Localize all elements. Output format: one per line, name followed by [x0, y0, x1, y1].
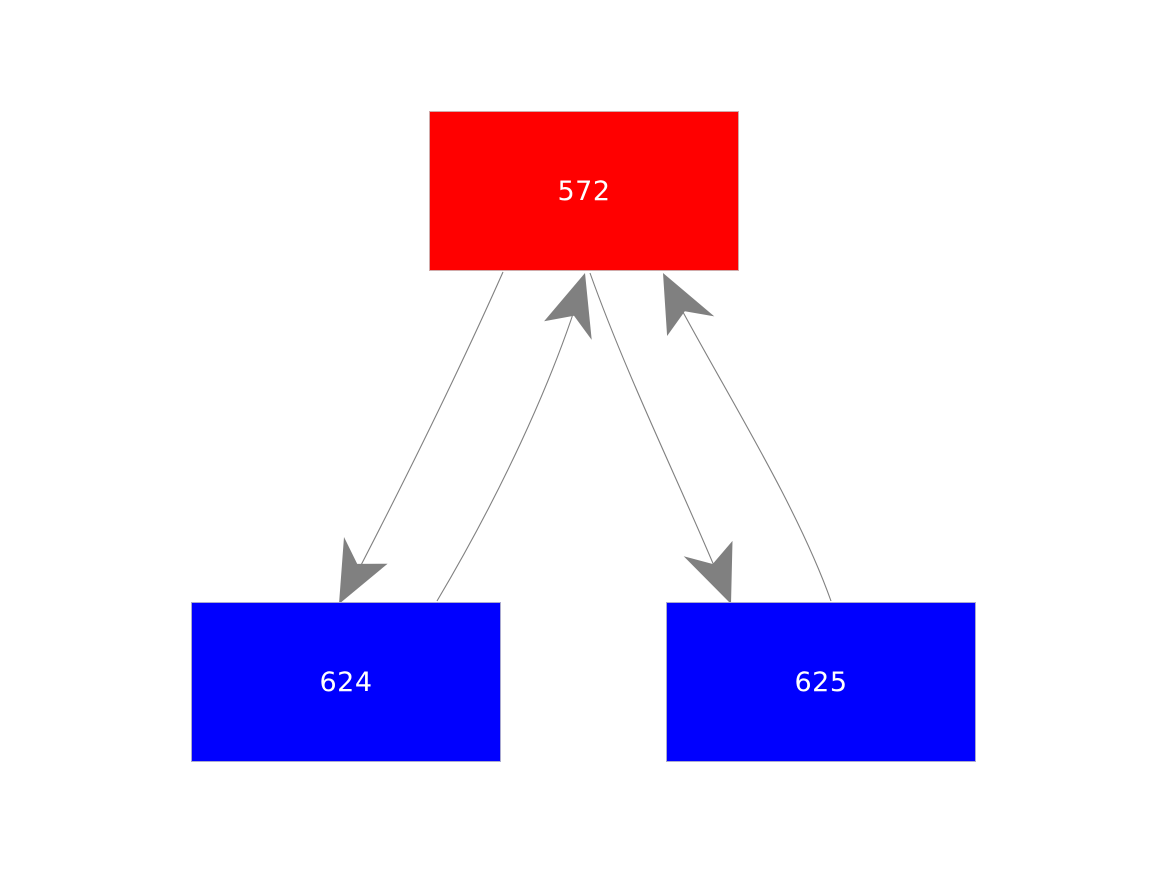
edge-572-to-625	[589, 272, 728, 598]
node-624[interactable]: 624	[191, 602, 501, 762]
node-625[interactable]: 625	[666, 602, 976, 762]
node-572[interactable]: 572	[429, 111, 739, 271]
edge-572-to-624-arrowhead-icon	[339, 537, 388, 604]
edge-paths-group	[343, 271, 832, 602]
edge-572-to-624	[343, 271, 504, 599]
node-label: 625	[794, 666, 848, 698]
edge-572-to-625-arrowhead-icon	[683, 540, 733, 604]
edge-624-to-572	[436, 285, 583, 602]
node-label: 572	[557, 175, 611, 207]
edge-arrowheads-group	[339, 273, 733, 604]
edge-625-to-572-arrowhead-icon	[663, 273, 715, 336]
edge-624-to-572-arrowhead-icon	[544, 273, 592, 340]
edge-625-to-572	[668, 285, 832, 602]
node-label: 624	[319, 666, 373, 698]
